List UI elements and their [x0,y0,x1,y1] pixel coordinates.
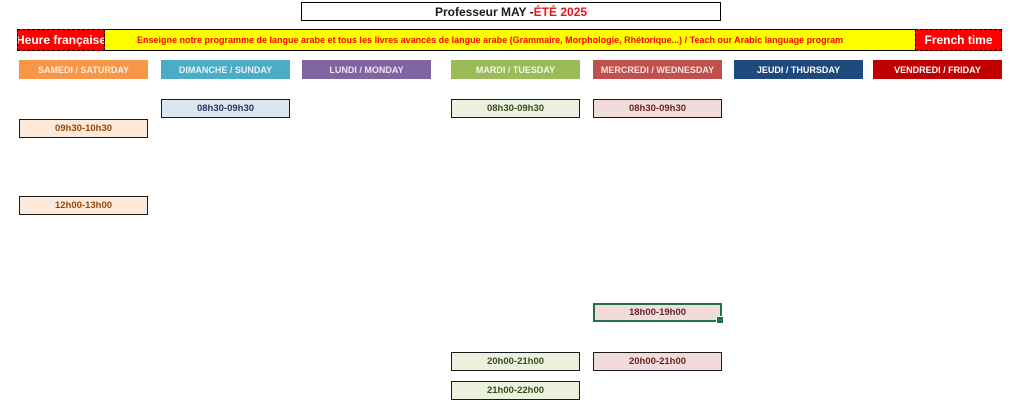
title-season: ÉTÉ 2025 [533,4,588,19]
day-header-friday[interactable]: VENDREDI / FRIDAY [873,60,1002,79]
slot-sunday[interactable]: 08h30-09h30 [161,99,290,118]
slot-tuesday[interactable]: 20h00-21h00 [451,352,580,371]
day-header-monday[interactable]: LUNDI / MONDAY [302,60,431,79]
fill-handle[interactable] [716,316,724,324]
slot-time-label: 18h00-19h00 [628,307,687,318]
day-header-sunday[interactable]: DIMANCHE / SUNDAY [161,60,290,79]
slot-wednesday-selected[interactable]: 18h00-19h00 [593,303,724,324]
day-header-thursday[interactable]: JEUDI / THURSDAY [734,60,863,79]
slot-tuesday[interactable]: 21h00-22h00 [451,381,580,400]
day-header-tuesday[interactable]: MARDI / TUESDAY [451,60,580,79]
page-title: Professeur MAY - ÉTÉ 2025 [301,2,721,21]
slot-saturday[interactable]: 09h30-10h30 [19,119,148,138]
day-header-saturday[interactable]: SAMEDI / SATURDAY [19,60,148,79]
day-header-wednesday[interactable]: MERCREDI / WEDNESDAY [593,60,722,79]
program-description-cell[interactable]: Enseigne notre programme de langue arabe… [105,29,915,51]
title-teacher: Professeur MAY - [434,4,534,19]
slot-wednesday[interactable]: 08h30-09h30 [593,99,722,118]
french-time-label-left[interactable]: Heure française [17,29,105,51]
french-time-label-right[interactable]: French time [915,29,1002,51]
slot-saturday[interactable]: 12h00-13h00 [19,196,148,215]
slot-wednesday[interactable]: 20h00-21h00 [593,352,722,371]
slot-tuesday[interactable]: 08h30-09h30 [451,99,580,118]
